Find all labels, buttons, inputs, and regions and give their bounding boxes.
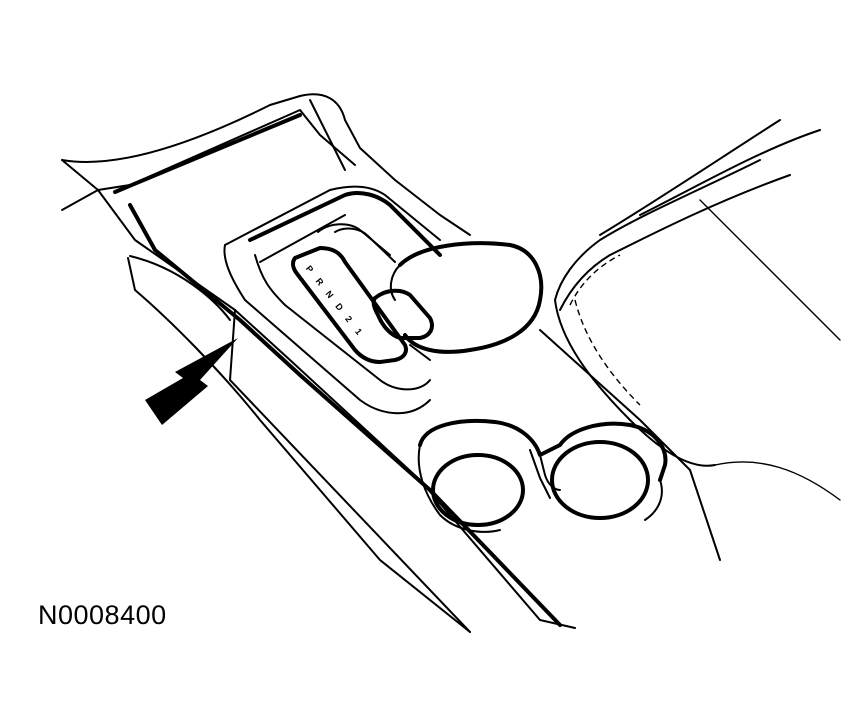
console-body bbox=[97, 109, 691, 633]
pointer-arrow bbox=[145, 338, 238, 425]
gear-letter-d: D bbox=[333, 301, 345, 313]
seat-outline bbox=[554, 119, 841, 561]
cupholders bbox=[417, 418, 668, 533]
gear-letter-r: R bbox=[314, 276, 326, 288]
gear-letter-n: N bbox=[323, 289, 335, 300]
shifter-bezel bbox=[223, 185, 442, 415]
gear-letter-p: P bbox=[304, 264, 316, 275]
dashboard-outline bbox=[61, 93, 396, 211]
right-cup-holder bbox=[550, 440, 650, 520]
gear-indicator: P R N D 2 1 bbox=[304, 264, 364, 337]
figure-id-label: N0008400 bbox=[38, 600, 167, 630]
gear-letter-1: 1 bbox=[353, 327, 364, 337]
shift-knob bbox=[371, 241, 544, 361]
left-cup-holder bbox=[431, 453, 525, 527]
gear-letter-2: 2 bbox=[343, 314, 354, 324]
